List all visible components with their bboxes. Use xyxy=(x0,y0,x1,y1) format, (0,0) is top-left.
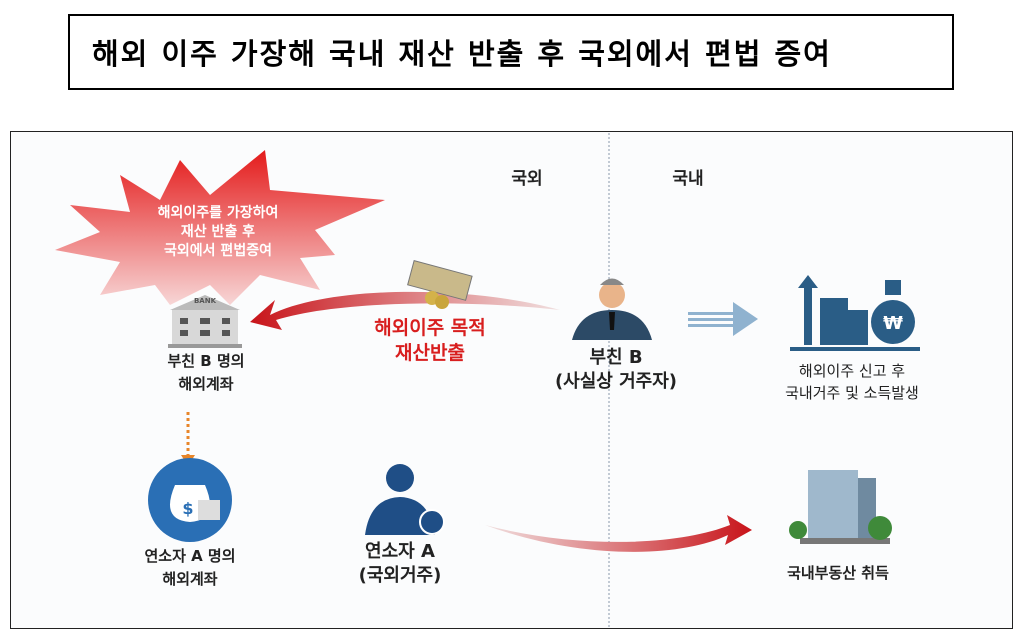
bank-text: BANK xyxy=(193,297,217,305)
dollar-symbol: $ xyxy=(182,499,193,518)
bank-icon xyxy=(168,295,242,348)
father-label: 부친 B(사실상 거주자) xyxy=(554,347,678,392)
burst-shape xyxy=(55,150,385,305)
money-bag-icon xyxy=(148,458,232,542)
page-title: 해외 이주 가장해 국내 재산 반출 후 국외에서 편법 증여 xyxy=(68,14,954,90)
realestate-label: 국내부동산 취득 xyxy=(787,564,889,582)
building-growth-icon xyxy=(790,275,920,351)
dotted-arrow-icon xyxy=(688,302,758,336)
son-person-icon xyxy=(365,464,445,535)
father-person-icon xyxy=(572,278,652,340)
money-icon xyxy=(407,260,473,309)
region-overseas: 국외 xyxy=(511,169,543,189)
son-label: 연소자 A(국외거주) xyxy=(358,541,442,586)
realestate-building-icon xyxy=(789,470,892,544)
won-symbol: ₩ xyxy=(883,313,903,334)
transfer-arrow xyxy=(250,291,560,330)
acquire-arrow xyxy=(485,515,752,552)
region-domestic: 국내 xyxy=(672,169,704,189)
